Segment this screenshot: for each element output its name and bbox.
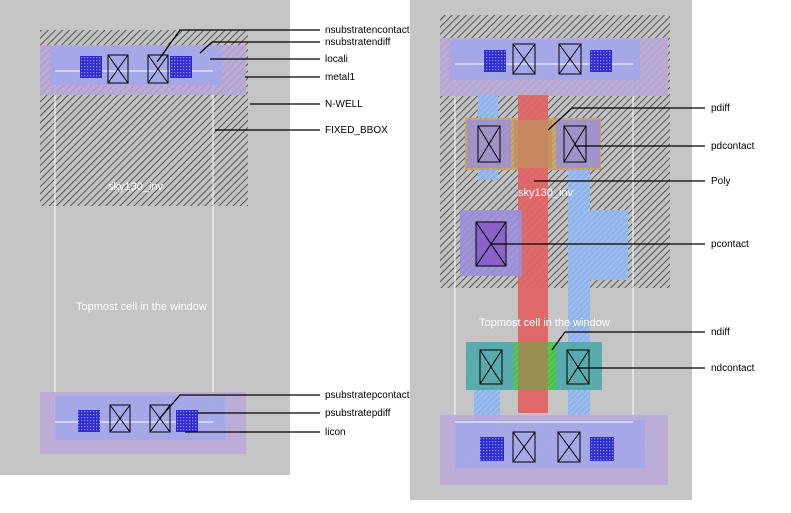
right-licon-bottom-1 [512, 431, 536, 463]
left-layout-panel: sky130_inv Topmost cell in the window ns… [0, 0, 410, 475]
label-locali: locali [325, 54, 348, 65]
left-nsubstrate-locali [50, 46, 222, 85]
right-psubstrate-contact-dots [480, 437, 504, 461]
left-licon-top-2 [147, 54, 169, 84]
label-psubstratepcontact: psubstratepcontact [325, 390, 410, 401]
right-locali-out-block [568, 210, 628, 280]
label-ndiff: ndiff [711, 327, 730, 338]
label-metal1: metal1 [325, 72, 355, 83]
leader-pdiff [547, 107, 705, 131]
label-nwell: N-WELL [325, 99, 363, 110]
left-licon-bottom-1 [109, 404, 131, 433]
label-pdcontact: pdcontact [711, 141, 755, 152]
leader-ndiff [551, 331, 705, 351]
leader-psubstratepcontact [159, 394, 320, 419]
right-cell-name: sky130_inv [518, 187, 574, 199]
label-psubstratepdiff: psubstratepdiff [325, 408, 391, 419]
label-pdiff: pdiff [711, 103, 730, 114]
right-licon-top-2 [558, 43, 582, 75]
right-psubstrate-contact-dots [590, 437, 614, 461]
right-pdcontact-right-area [556, 120, 600, 168]
label-nsubstratencontact: nsubstratencontact [325, 25, 410, 36]
left-nsubstrate-contact-dots [80, 56, 102, 78]
label-pcontact: pcontact [711, 239, 749, 250]
right-nsubstrate-contact-dots [484, 50, 506, 72]
label-ndcontact: ndcontact [711, 363, 755, 374]
label-licon: licon [325, 427, 346, 438]
left-psubstrate-contact-dots [78, 410, 100, 432]
left-psubstrate-contact-dots [176, 410, 198, 432]
left-topmost-text: Topmost cell in the window [76, 301, 207, 313]
label-nsubstratendiff: nsubstratendiff [325, 37, 391, 48]
right-nsubstrate-contact-dots [590, 50, 612, 72]
right-pdcontact-right [563, 125, 587, 163]
right-ndcontact-right [566, 349, 590, 385]
right-topmost-text: Topmost cell in the window [479, 317, 610, 329]
right-layout-panel: sky130_inv Topmost cell in the window pd… [410, 0, 755, 500]
left-cell-name: sky130_inv [108, 181, 164, 193]
leader-nsubstratencontact [156, 29, 320, 63]
right-licon-top-1 [512, 43, 536, 75]
leader-nsubstratendiff [199, 41, 320, 54]
left-nsubstrate-contact-dots [170, 56, 192, 78]
label-poly: Poly [711, 176, 730, 187]
right-ndiff-gate-overlap [518, 342, 548, 390]
right-licon-bottom-2 [557, 431, 581, 463]
label-fixed-bbox: FIXED_BBOX [325, 125, 388, 136]
right-ndcontact-left [479, 349, 503, 385]
right-pdcontact-left [477, 125, 501, 163]
left-licon-top-1 [107, 54, 129, 84]
right-pdiff-gate-overlap [514, 120, 552, 168]
